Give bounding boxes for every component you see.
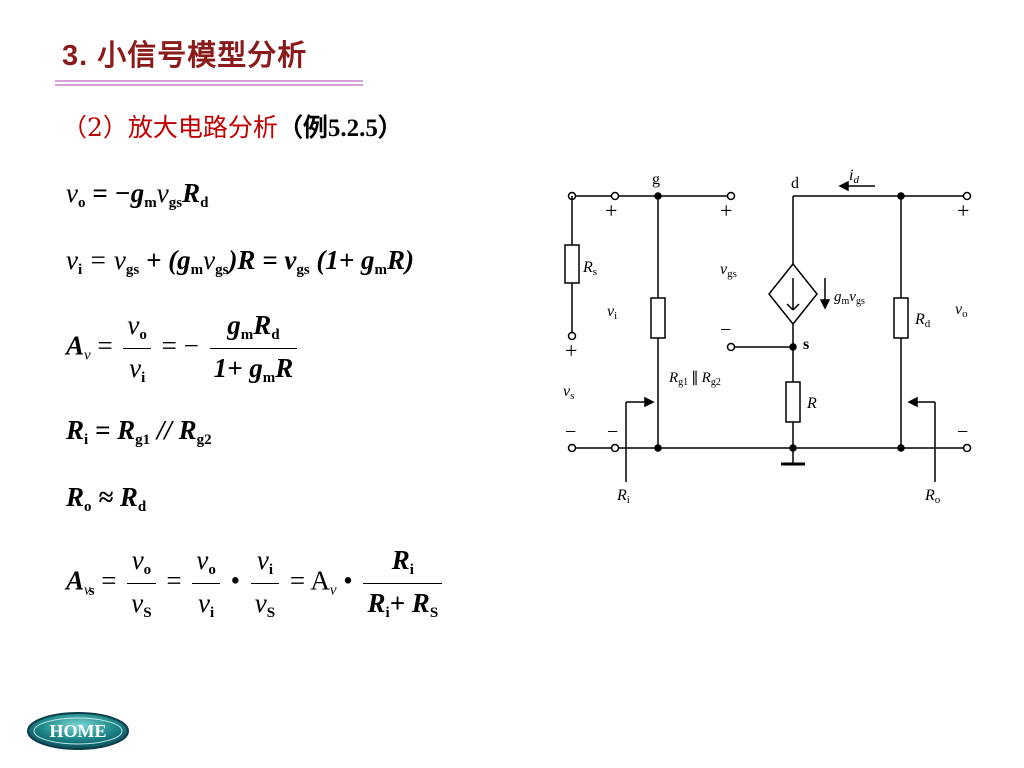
label-r: R [806, 395, 817, 412]
home-label: HOME [49, 721, 107, 741]
label-rs: Rs [582, 259, 597, 278]
equation-vo: vo = −gmvgsRd [66, 178, 209, 211]
equation-vi: vi = vgs + (gmvgs)R = vgs (1+ gmR) [66, 245, 415, 278]
label-ro: Ro [924, 487, 941, 506]
svg-text:+: + [565, 338, 577, 363]
svg-text:−: − [607, 421, 618, 443]
title-underline [55, 80, 363, 88]
svg-text:+: + [720, 198, 732, 223]
subtitle-example: （例5.2.5） [277, 115, 403, 142]
resistor-r [785, 381, 801, 423]
equation-ro: Ro ≈ Rd [66, 482, 147, 515]
label-id: id [849, 167, 859, 186]
label-rg-parallel: Rg1∥Rg2 [668, 370, 721, 388]
label-d: d [791, 175, 799, 192]
label-vgs: vgs [720, 261, 737, 280]
label-vs: vs [563, 383, 574, 402]
label-vi: vi [607, 303, 617, 322]
label-gmvgs: gmvgs [834, 289, 865, 307]
slide-title: 3. 小信号模型分析 [62, 40, 308, 72]
label-s: s [803, 336, 809, 353]
home-button-shape [27, 712, 129, 750]
svg-text:−: − [565, 421, 576, 443]
label-vo: vo [955, 301, 968, 320]
resistor-rs [564, 244, 580, 284]
label-g: g [652, 171, 660, 188]
subtitle: （2）放大电路分析（例5.2.5） [62, 108, 403, 144]
resistor-rg [650, 297, 666, 339]
home-button[interactable]: HOME [26, 711, 130, 751]
svg-text:−: − [720, 319, 731, 341]
svg-text:−: − [957, 421, 968, 443]
svg-text:+: + [605, 198, 617, 223]
small-signal-circuit: g d s id Rs + + + + − − − − vi vs vgs gm… [563, 167, 972, 506]
svg-text:+: + [957, 198, 969, 223]
subtitle-section: （2）放大电路分析 [62, 113, 278, 142]
label-rd: Rd [914, 311, 931, 330]
resistor-rd [893, 297, 909, 339]
equation-ri: Ri = Rg1 // Rg2 [66, 415, 212, 448]
label-ri: Ri [616, 487, 630, 506]
